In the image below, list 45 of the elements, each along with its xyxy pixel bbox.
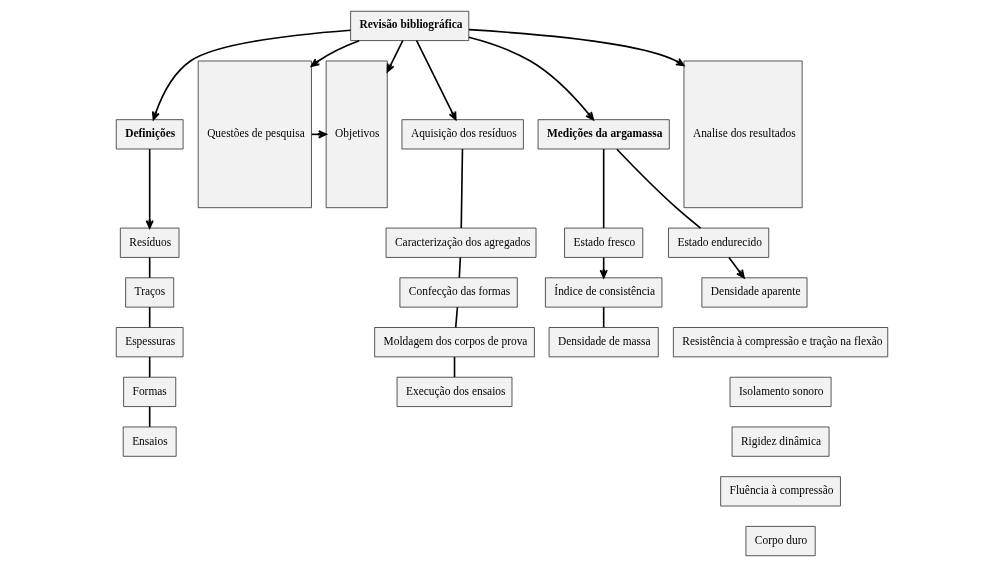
connector xyxy=(602,148,604,229)
connector xyxy=(148,256,150,279)
node-box: Estado endurecido xyxy=(667,227,769,258)
node-box: Questões de pesquisa xyxy=(197,60,312,209)
node-box: Resistência à compressão e tração na flexão xyxy=(672,327,888,358)
node-box: Traços xyxy=(124,277,174,308)
node-box: Formas xyxy=(122,376,176,407)
node-box: Corpo duro xyxy=(745,526,816,557)
node-box: Medições da argamassa xyxy=(537,119,670,150)
node-box: Rigidez dinâmica xyxy=(731,426,829,457)
node-box: Resíduos xyxy=(119,227,179,258)
arrow xyxy=(310,39,360,67)
connector xyxy=(615,148,701,229)
connector xyxy=(148,306,150,329)
node-box: Estado fresco xyxy=(563,227,643,258)
node-box: Caracterização dos agregados xyxy=(385,227,536,258)
node-box: Isolamento sonoro xyxy=(729,376,831,407)
connector xyxy=(148,356,150,378)
arrow xyxy=(467,36,594,121)
node-box: Objetivos xyxy=(325,60,388,209)
arrow xyxy=(467,28,685,67)
arrow xyxy=(415,39,457,121)
node-box: Ensaios xyxy=(122,426,177,457)
node-box: Densidade de massa xyxy=(548,327,659,358)
node-box: Execução dos ensaios xyxy=(396,376,512,407)
connector xyxy=(459,148,463,229)
node-box: Confecção das formas xyxy=(399,277,518,308)
node-box: Espessuras xyxy=(115,327,183,358)
connector xyxy=(458,256,461,279)
connector xyxy=(453,356,455,378)
node-box: Revisão bibliográfica xyxy=(349,10,469,41)
node-box: Moldagem dos corpos de prova xyxy=(373,327,535,358)
connector xyxy=(148,405,150,428)
connector xyxy=(454,306,458,329)
node-box: Fluência à compressão xyxy=(719,476,841,507)
node-box: Aquisição dos resíduos xyxy=(401,119,524,150)
node-box: Analise dos resultados xyxy=(683,60,803,209)
node-box: Índice de consistência xyxy=(544,277,662,308)
arrow xyxy=(727,256,745,279)
node-box: Densidade aparente xyxy=(701,277,807,308)
connector xyxy=(602,306,604,329)
arrow xyxy=(145,148,154,229)
arrow xyxy=(386,39,404,73)
arrow xyxy=(151,29,351,121)
node-box: Definições xyxy=(115,119,183,150)
